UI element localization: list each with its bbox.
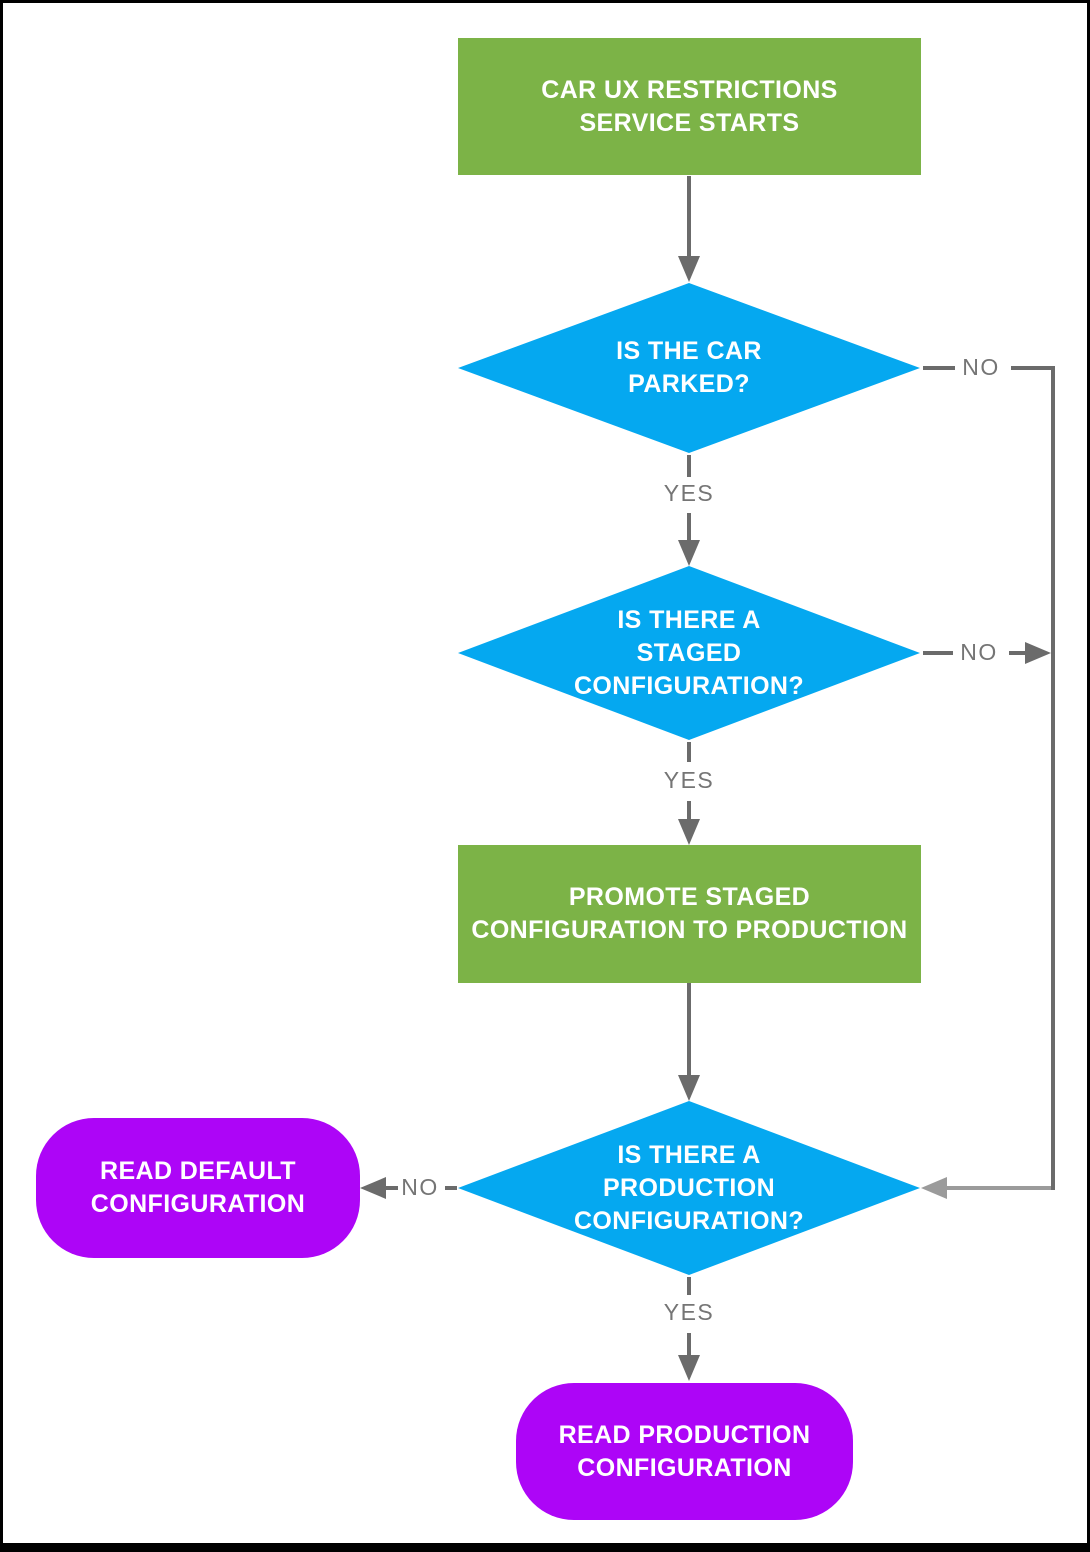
edge-label-no: NO bbox=[962, 354, 1000, 380]
connector-line bbox=[687, 1333, 691, 1355]
terminal-node-read-default: READ DEFAULT CONFIGURATION bbox=[36, 1118, 360, 1258]
edge-label-yes: YES bbox=[663, 767, 715, 793]
connector-line bbox=[386, 1186, 398, 1190]
edge-label-yes: YES bbox=[663, 480, 715, 506]
connector-line bbox=[687, 983, 691, 1075]
connector-line bbox=[687, 742, 691, 762]
arrowhead-left bbox=[921, 1177, 947, 1199]
decision-node-production-configuration: IS THERE A PRODUCTION CONFIGURATION? bbox=[458, 1101, 920, 1275]
process-node-promote-staged: PROMOTE STAGED CONFIGURATION TO PRODUCTI… bbox=[458, 845, 921, 983]
edge-label-no: NO bbox=[960, 639, 998, 665]
terminal-node-read-production: READ PRODUCTION CONFIGURATION bbox=[516, 1383, 853, 1520]
arrowhead-down bbox=[678, 819, 700, 845]
decision-node-is-car-parked: IS THE CAR PARKED? bbox=[458, 283, 920, 453]
connector-line bbox=[687, 1277, 691, 1295]
arrowhead-down bbox=[678, 1075, 700, 1101]
connector-line bbox=[1009, 651, 1027, 655]
connector-line bbox=[1011, 366, 1055, 370]
arrowhead-down bbox=[678, 256, 700, 282]
connector-line bbox=[687, 455, 691, 477]
arrowhead-left bbox=[360, 1177, 386, 1199]
decision-node-staged-configuration: IS THERE A STAGED CONFIGURATION? bbox=[458, 566, 920, 740]
edge-label-no: NO bbox=[401, 1174, 439, 1200]
connector-line bbox=[1051, 366, 1055, 1190]
edge-label-yes: YES bbox=[663, 1299, 715, 1325]
arrowhead-down bbox=[678, 540, 700, 566]
connector-line bbox=[923, 366, 955, 370]
process-node-service-starts: CAR UX RESTRICTIONS SERVICE STARTS bbox=[458, 38, 921, 175]
connector-line bbox=[445, 1186, 457, 1190]
arrowhead-right bbox=[1025, 642, 1051, 664]
connector-line bbox=[687, 176, 691, 256]
arrowhead-down bbox=[678, 1355, 700, 1381]
connector-line bbox=[687, 801, 691, 821]
connector-line bbox=[687, 513, 691, 541]
connector-line bbox=[947, 1186, 1051, 1190]
connector-line bbox=[923, 651, 953, 655]
